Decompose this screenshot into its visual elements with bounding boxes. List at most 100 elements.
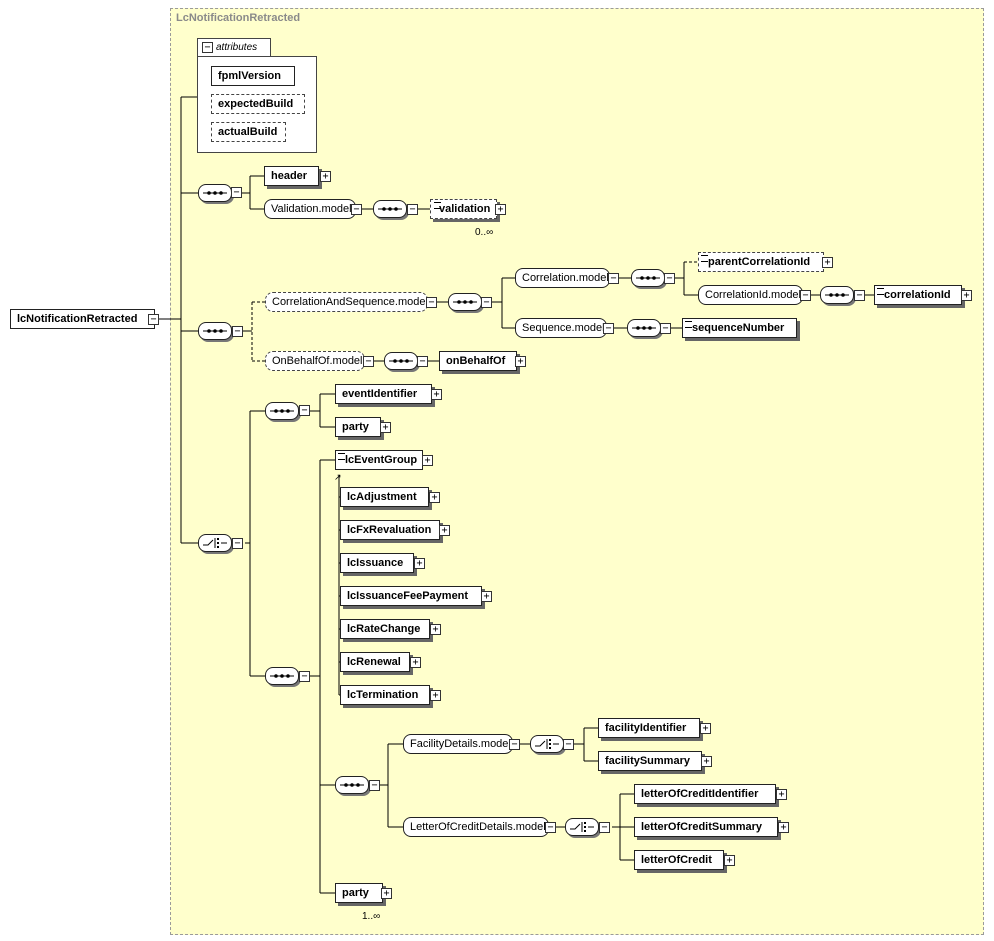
collapse-toggle[interactable]: − xyxy=(407,204,418,215)
expand-toggle[interactable]: + xyxy=(430,690,441,701)
collapse-toggle[interactable]: − xyxy=(603,323,614,334)
sequence-icon xyxy=(373,200,407,218)
sequence-dots-icon xyxy=(453,300,477,304)
element-onbehalfof[interactable]: onBehalfOf xyxy=(439,351,517,371)
element-lctermination[interactable]: lcTermination xyxy=(340,685,430,705)
collapse-toggle[interactable]: − xyxy=(351,204,362,215)
element-lcrenewal[interactable]: lcRenewal xyxy=(340,652,410,672)
element-letterofcreditidentifier[interactable]: letterOfCreditIdentifier xyxy=(634,784,776,804)
element-letterofcreditsummary[interactable]: letterOfCreditSummary xyxy=(634,817,778,837)
collapse-toggle[interactable]: − xyxy=(563,739,574,750)
sequence-dots-icon xyxy=(636,276,660,280)
collapse-toggle[interactable]: − xyxy=(363,356,374,367)
element-lcratechange[interactable]: lcRateChange xyxy=(340,619,430,639)
expand-toggle[interactable]: + xyxy=(822,257,833,268)
expand-toggle[interactable]: + xyxy=(776,789,787,800)
collapse-toggle[interactable]: − xyxy=(800,290,811,301)
expand-toggle[interactable]: + xyxy=(431,389,442,400)
collapse-toggle[interactable]: − xyxy=(232,538,243,549)
sequence-icon xyxy=(265,667,299,685)
collapse-toggle[interactable]: − xyxy=(369,780,380,791)
choice-icon xyxy=(198,534,232,552)
expand-toggle[interactable]: + xyxy=(439,525,450,536)
element-facilitysummary[interactable]: facilitySummary xyxy=(598,751,702,771)
expand-toggle[interactable]: + xyxy=(320,171,331,182)
attribute-expectedbuild[interactable]: expectedBuild xyxy=(211,94,305,114)
element-header[interactable]: header xyxy=(264,166,319,186)
group-validation-model[interactable]: Validation.model xyxy=(264,199,356,219)
element-facilityidentifier[interactable]: facilityIdentifier xyxy=(598,718,700,738)
choice-icon xyxy=(565,818,599,836)
expand-toggle[interactable]: + xyxy=(429,492,440,503)
element-letterofcredit[interactable]: letterOfCredit xyxy=(634,850,724,870)
group-facilitydetails-model[interactable]: FacilityDetails.model xyxy=(403,734,513,754)
attributes-tab[interactable]: attributes xyxy=(197,38,271,57)
collapse-toggle[interactable]: − xyxy=(299,671,310,682)
expand-toggle[interactable]: + xyxy=(410,657,421,668)
group-correlation-and-sequence-model[interactable]: CorrelationAndSequence.model xyxy=(265,292,428,312)
collapse-toggle[interactable]: − xyxy=(426,297,437,308)
expand-toggle[interactable]: + xyxy=(961,290,972,301)
element-party-repeating[interactable]: party xyxy=(335,883,383,903)
group-onbehalfof-model[interactable]: OnBehalfOf.model xyxy=(265,351,365,371)
documentation-icon xyxy=(434,202,441,209)
group-letterofcreditdetails-model[interactable]: LetterOfCreditDetails.model xyxy=(403,817,549,837)
expand-toggle[interactable]: + xyxy=(778,822,789,833)
sequence-icon xyxy=(335,776,369,794)
sequence-dots-icon xyxy=(340,783,364,787)
collapse-toggle[interactable]: − xyxy=(599,822,610,833)
expand-toggle[interactable]: + xyxy=(381,888,392,899)
group-correlationid-model[interactable]: CorrelationId.model xyxy=(698,285,803,305)
collapse-toggle[interactable]: − xyxy=(664,273,675,284)
attribute-actualbuild[interactable]: actualBuild xyxy=(211,122,286,142)
element-party[interactable]: party xyxy=(335,417,381,437)
expand-toggle[interactable]: + xyxy=(515,356,526,367)
element-lcfxrevaluation[interactable]: lcFxRevaluation xyxy=(340,520,440,540)
collapse-toggle[interactable]: − xyxy=(231,187,242,198)
group-correlation-model[interactable]: Correlation.model xyxy=(515,268,610,288)
element-validation[interactable]: validation xyxy=(430,199,497,219)
attributes-collapse-toggle[interactable]: − xyxy=(202,42,213,53)
sequence-dots-icon xyxy=(825,293,849,297)
collapse-toggle[interactable]: − xyxy=(854,290,865,301)
element-correlationid[interactable]: correlationId xyxy=(874,285,962,305)
element-parentcorrelationid[interactable]: parentCorrelationId xyxy=(698,252,824,272)
expand-toggle[interactable]: + xyxy=(700,723,711,734)
expand-toggle[interactable]: + xyxy=(414,558,425,569)
element-eventidentifier[interactable]: eventIdentifier xyxy=(335,384,432,404)
element-lceventgroup[interactable]: lcEventGroup xyxy=(335,450,423,470)
choice-switch-icon xyxy=(203,538,227,548)
documentation-icon xyxy=(701,255,708,262)
collapse-toggle[interactable]: − xyxy=(417,356,428,367)
collapse-toggle[interactable]: − xyxy=(509,739,520,750)
expand-toggle[interactable]: + xyxy=(701,756,712,767)
expand-toggle[interactable]: + xyxy=(481,591,492,602)
element-lcadjustment[interactable]: lcAdjustment xyxy=(340,487,429,507)
collapse-toggle[interactable]: − xyxy=(545,822,556,833)
sequence-dots-icon xyxy=(389,359,413,363)
sequence-dots-icon xyxy=(270,409,294,413)
collapse-toggle[interactable]: − xyxy=(481,297,492,308)
expand-toggle[interactable]: + xyxy=(430,624,441,635)
expand-toggle[interactable]: + xyxy=(495,204,506,215)
sequence-dots-icon xyxy=(203,329,227,333)
element-lcissuance[interactable]: lcIssuance xyxy=(340,553,414,573)
collapse-toggle[interactable]: − xyxy=(660,323,671,334)
element-lcissuancefeepayment[interactable]: lcIssuanceFeePayment xyxy=(340,586,482,606)
collapse-toggle[interactable]: − xyxy=(608,273,619,284)
choice-icon xyxy=(530,735,564,753)
collapse-toggle[interactable]: − xyxy=(232,326,243,337)
root-element[interactable]: lcNotificationRetracted xyxy=(10,309,155,329)
expand-toggle[interactable]: + xyxy=(380,422,391,433)
collapse-toggle[interactable]: − xyxy=(148,314,159,325)
collapse-toggle[interactable]: − xyxy=(299,405,310,416)
group-sequence-model[interactable]: Sequence.model xyxy=(515,318,607,338)
attribute-fpmlversion[interactable]: fpmlVersion xyxy=(211,66,295,86)
expand-toggle[interactable]: + xyxy=(422,455,433,466)
sequence-dots-icon xyxy=(270,674,294,678)
element-sequencenumber[interactable]: sequenceNumber xyxy=(682,318,797,338)
sequence-dots-icon xyxy=(378,207,402,211)
expand-toggle[interactable]: + xyxy=(724,855,735,866)
sequence-icon xyxy=(820,286,854,304)
